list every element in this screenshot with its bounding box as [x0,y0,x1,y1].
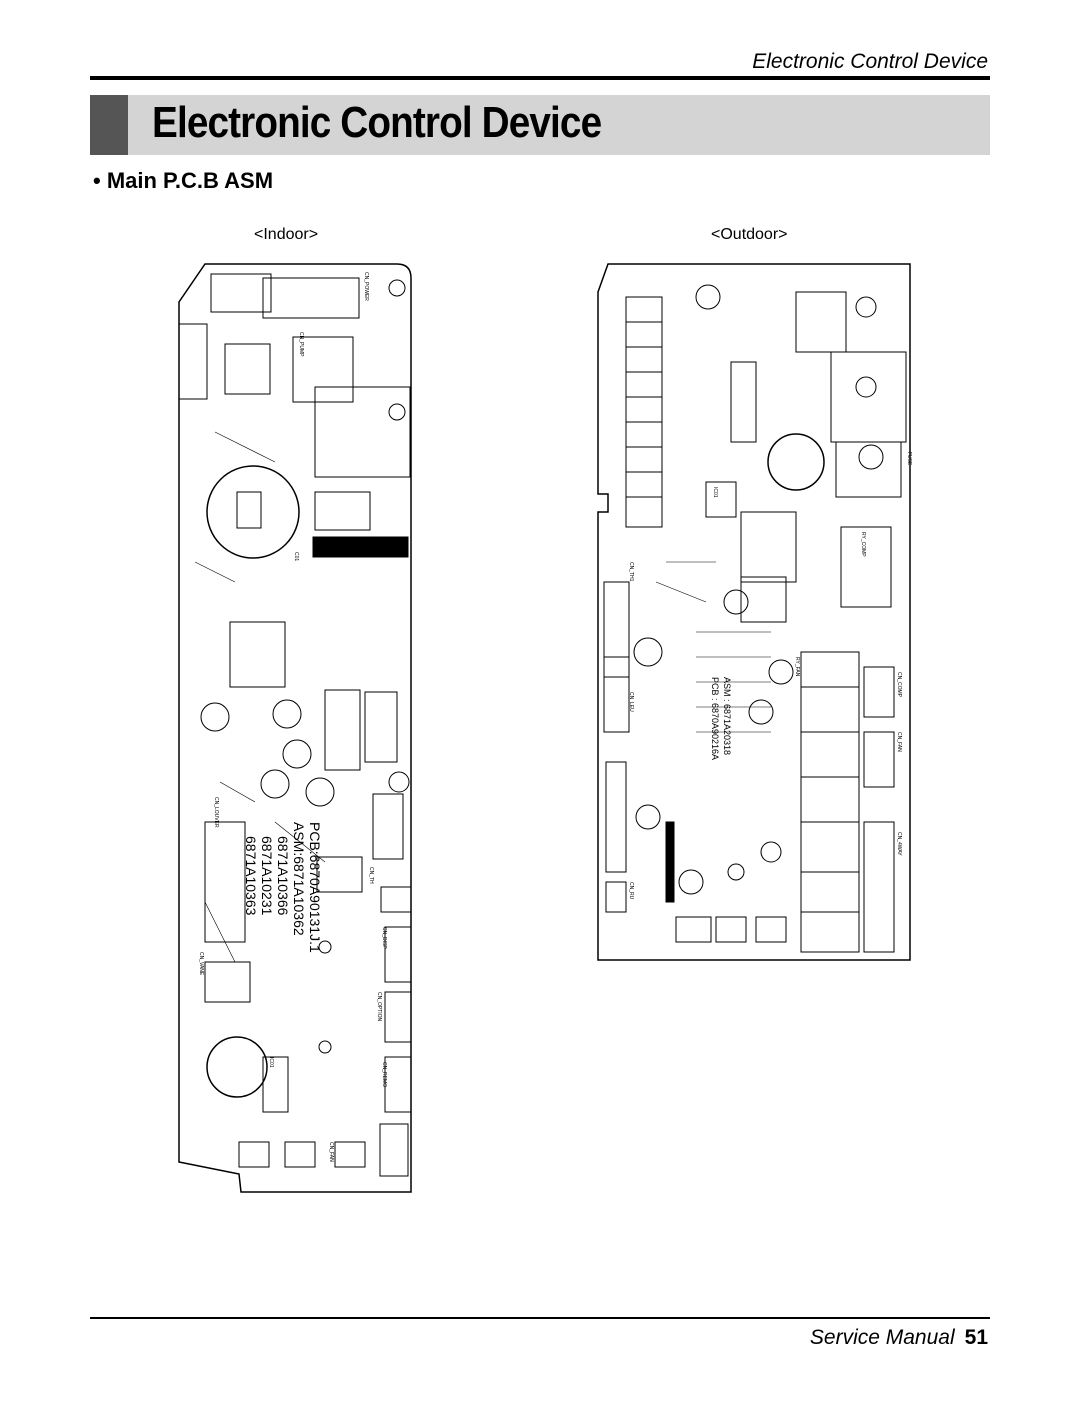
indoor-asm-number-3: 6871A10231 [259,836,275,916]
indoor-pcb-diagram: PCB:6870A90131J.1 ASM:6871A10362 6871A10… [175,262,415,1197]
indoor-label-cn-vane: CN_VANE [198,952,204,976]
indoor-pcb-number: PCB:6870A90131J.1 [307,822,323,953]
outdoor-label-cn-leu: CN_LEU [628,692,634,712]
outdoor-pcb-diagram: ASM : 6871A20318 PCB : 6870A90216A CN_TH… [596,262,916,964]
page-number: 51 [964,1326,988,1349]
outdoor-label-cn-ru: CN_RU [628,882,634,900]
section-heading: • Main P.C.B ASM [93,168,274,193]
indoor-asm-number-2: 6871A10366 [275,836,291,916]
page-footer: Service Manual 51 [810,1326,988,1350]
indoor-label-c01: C01 [293,552,299,561]
indoor-board-outline [178,263,412,1193]
outdoor-label-cn-4way: CN_4WAY [896,832,902,856]
header-rule [90,76,990,80]
indoor-label-ic01: IC01 [268,1057,274,1068]
page-title: Electronic Control Device [152,98,602,147]
outdoor-label-cn-fan: CN_FAN [896,732,902,752]
footer-rule [90,1317,990,1319]
title-accent-block [90,95,128,155]
indoor-label-cn-remo: CN_REMO [381,1062,387,1087]
outdoor-label-ry-fan: RY_FAN [794,657,800,677]
indoor-label-cn-fan: CN_FAN [328,1142,334,1162]
outdoor-label-ic01: IC01 [712,487,718,498]
indoor-label-cn-th: CN_TH [368,867,374,884]
outdoor-label-ry-comp: RY_COMP [860,532,866,557]
indoor-label-cn-power: CN_POWER [363,272,369,301]
indoor-label-cn-disp: CN_DISP [381,927,387,949]
outdoor-caption: <Outdoor> [711,226,788,243]
outdoor-label-cn-th1: CN_TH1 [628,562,634,582]
running-header-title: Electronic Control Device [752,50,988,73]
indoor-asm-number-4: 6871A10363 [243,836,259,916]
power-relay [210,273,272,313]
indoor-label-cn-option: CN_OPTION [376,992,382,1022]
outdoor-board-outline [597,263,911,961]
footer-manual-label: Service Manual [809,1326,955,1349]
title-bar: Electronic Control Device [90,95,990,155]
indoor-label-cn-pump: CN_PUMP [298,332,304,357]
mcu-chip [206,1036,268,1098]
indoor-asm-number: ASM:6871A10362 [291,822,307,936]
main-capacitor [206,465,300,559]
transformer [229,621,286,688]
indoor-caption: <Indoor> [254,226,319,243]
outdoor-label-fuse: FUSE [906,452,912,466]
outdoor-main-capacitor [767,433,825,491]
indoor-label-cn-louver: CN_LOUVER [213,797,219,828]
outdoor-pcb-number: PCB : 6870A90216A [710,677,720,760]
outdoor-label-cn-comp: CN_COMP [896,672,902,698]
outdoor-asm-number: ASM : 6871A20318 [722,677,732,755]
